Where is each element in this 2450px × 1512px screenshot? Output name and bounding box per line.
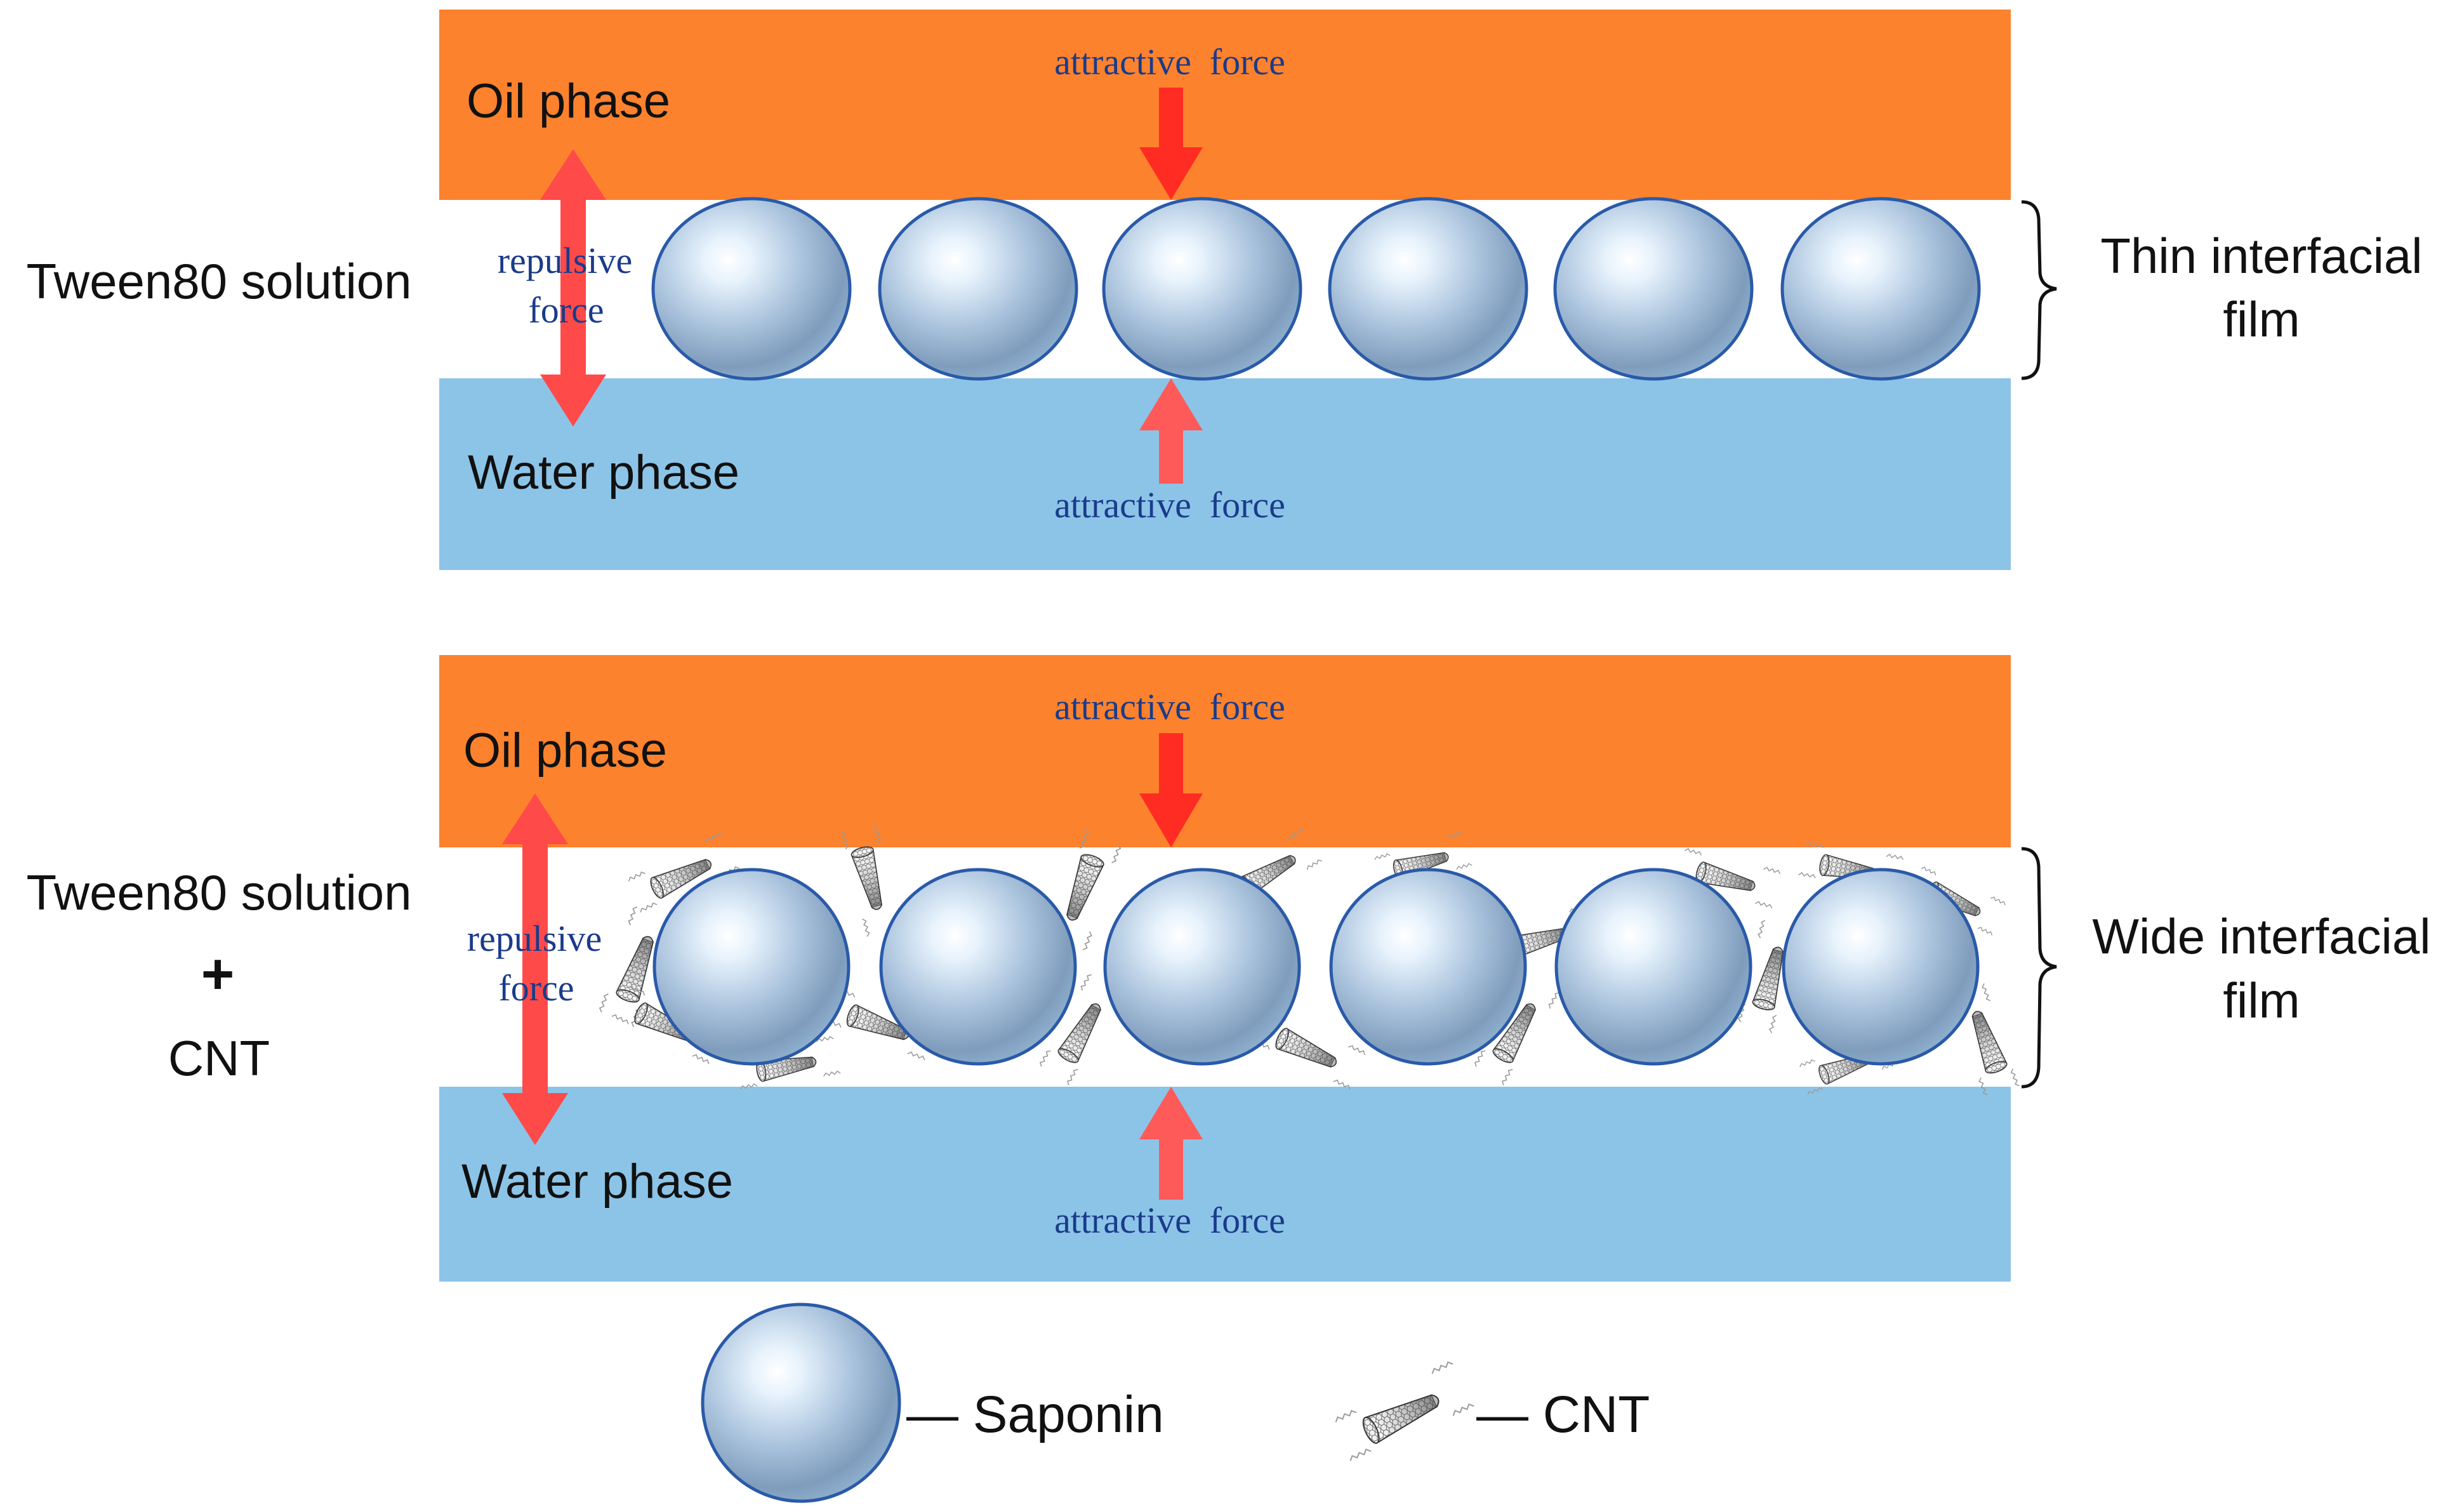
saponin-sphere [1782, 868, 1980, 1066]
repulsive-force-label-line1: repulsive [467, 918, 602, 959]
legend-cnt-label: — CNT [1476, 1386, 1650, 1443]
repulsive-force-label-line2: force [498, 967, 574, 1009]
film-brace [2021, 847, 2057, 1089]
legend: — Saponin — CNT [701, 1303, 1650, 1503]
saponin-sphere [1102, 197, 1302, 381]
repulsive-force-label-line2: force [528, 289, 604, 331]
condition-label-plus: + [201, 943, 235, 1006]
repulsive-double-arrow [540, 149, 606, 427]
saponin-sphere [1329, 868, 1527, 1066]
panel-wide-film: Oil phase Water phase attractive force a… [26, 655, 2431, 1282]
film-brace [2021, 200, 2057, 380]
saponin-row [652, 868, 1980, 1066]
repulsive-double-arrow [502, 793, 568, 1145]
film-label-line2: film [2223, 291, 2300, 347]
condition-label-line1: Tween80 solution [26, 865, 411, 920]
attractive-force-top-label: attractive force [1054, 686, 1285, 727]
saponin-sphere [1780, 197, 1981, 381]
attractive-arrow-down [1139, 88, 1203, 200]
oil-phase-band [439, 10, 2011, 200]
repulsive-force-label-line1: repulsive [498, 240, 633, 281]
water-phase-label: Water phase [468, 446, 739, 500]
oil-phase-band [439, 655, 2011, 847]
saponin-sphere [1103, 868, 1301, 1066]
oil-phase-label: Oil phase [463, 724, 667, 778]
saponin-sphere [878, 197, 1078, 381]
legend-saponin-label: — Saponin [906, 1386, 1164, 1443]
film-label-line1: Thin interfacial [2100, 228, 2422, 284]
film-label-line2: film [2223, 972, 2300, 1028]
panel-thin-film: Oil phase Water phase attractive force a… [26, 10, 2423, 570]
saponin-sphere [651, 197, 852, 381]
saponin-sphere [1553, 197, 1754, 381]
legend-cnt-icon [1329, 1359, 1475, 1464]
attractive-arrow-down [1139, 733, 1203, 847]
attractive-force-bottom-label: attractive force [1054, 1200, 1285, 1241]
oil-phase-label: Oil phase [467, 74, 670, 128]
attractive-arrow-up [1139, 378, 1203, 484]
legend-saponin-sphere [701, 1303, 901, 1503]
film-label-line1: Wide interfacial [2092, 908, 2430, 964]
saponin-sphere [652, 868, 851, 1066]
attractive-arrow-up [1139, 1087, 1203, 1200]
attractive-force-top-label: attractive force [1054, 41, 1285, 83]
condition-label: Tween80 solution [26, 253, 411, 309]
saponin-row [651, 197, 1981, 381]
saponin-sphere [1328, 197, 1528, 381]
water-phase-band [439, 1087, 2011, 1282]
condition-label-line2: CNT [168, 1030, 270, 1086]
saponin-sphere [1554, 868, 1752, 1066]
saponin-sphere [879, 868, 1077, 1066]
water-phase-label: Water phase [461, 1155, 733, 1209]
water-phase-band [439, 378, 2011, 570]
attractive-force-bottom-label: attractive force [1054, 484, 1285, 526]
